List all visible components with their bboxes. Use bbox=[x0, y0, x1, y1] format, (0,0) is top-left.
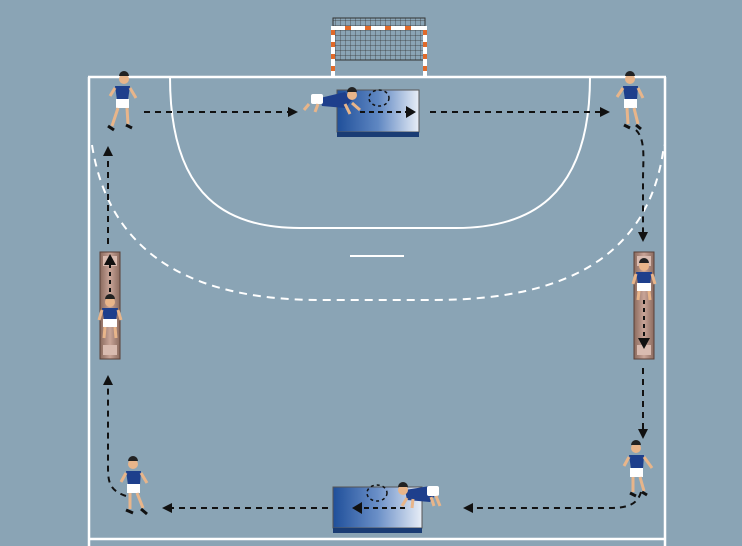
handball-court-diagram bbox=[0, 0, 742, 546]
